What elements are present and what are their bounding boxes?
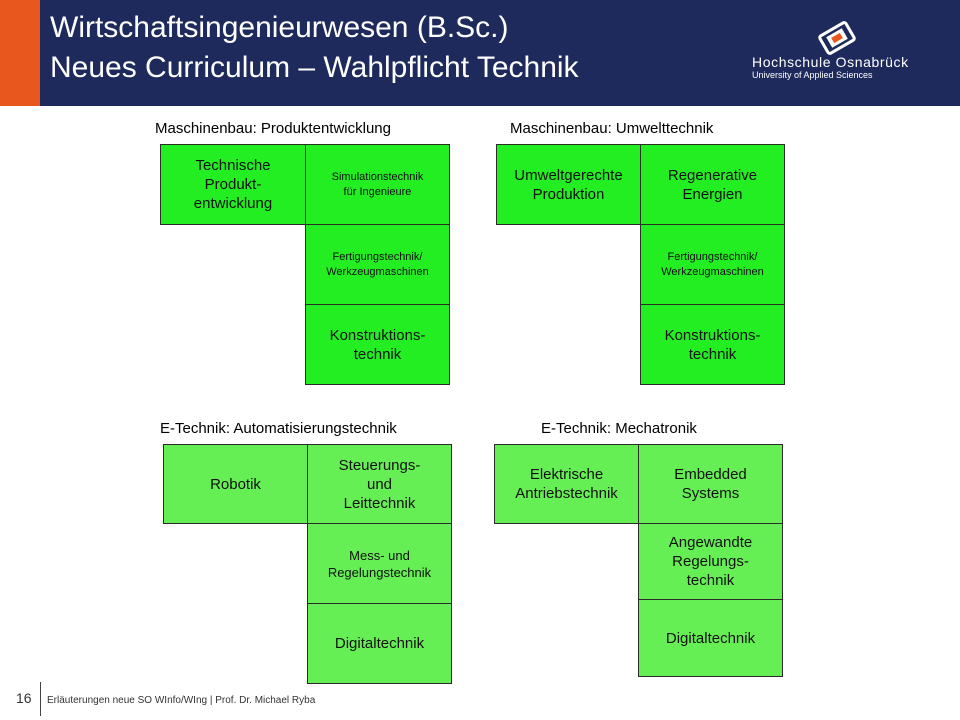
module-fertigungstechnik: Fertigungstechnik/ Werkzeugmaschinen <box>305 224 450 305</box>
module-label: Angewandte Regelungs- technik <box>668 534 753 589</box>
module-label: Digitaltechnik <box>665 629 756 647</box>
module-label: Umweltgerechte Produktion <box>514 166 623 203</box>
module-embedded-systems: Embedded Systems <box>638 444 783 524</box>
module-angewandte-regelungstechnik: Angewandte Regelungs- technik <box>638 523 783 600</box>
module-digitaltechnik: Digitaltechnik <box>307 603 452 684</box>
module-technische-produktentwicklung: Technische Produkt- entwicklung <box>160 144 306 225</box>
module-digitaltechnik: Digitaltechnik <box>638 599 783 677</box>
university-name: Hochschule Osnabrück <box>752 54 909 70</box>
module-label: Fertigungstechnik/ Werkzeugmaschinen <box>661 250 764 278</box>
module-mess-und-regelungstechnik: Mess- und Regelungstechnik <box>307 523 452 604</box>
module-label: Steuerungs- und Leittechnik <box>338 456 421 512</box>
module-label: Mess- und Regelungstechnik <box>327 547 432 580</box>
module-konstruktionstechnik: Konstruktions- technik <box>640 304 785 385</box>
slide-title-line-2: Neues Curriculum – Wahlpflicht Technik <box>50 51 579 84</box>
module-simulationstechnik: Simulationstechnik für Ingenieure <box>305 144 450 225</box>
module-label: Digitaltechnik <box>334 635 425 652</box>
module-konstruktionstechnik: Konstruktions- technik <box>305 304 450 385</box>
module-label: Robotik <box>210 475 261 493</box>
slide-title-line-1: Wirtschaftsingenieurwesen (B.Sc.) <box>50 11 509 44</box>
section-title-umwelttechnik: Maschinenbau: Umwelttechnik <box>510 120 714 137</box>
module-label: Konstruktions- technik <box>664 326 761 363</box>
university-subtitle: University of Applied Sciences <box>752 70 873 80</box>
header-bar: Wirtschaftsingenieurwesen (B.Sc.) Neues … <box>0 0 960 106</box>
module-label: Elektrische Antriebstechnik <box>515 466 618 502</box>
footer-text: Erläuterungen neue SO WInfo/WIng | Prof.… <box>47 695 316 706</box>
page-number: 16 <box>16 690 32 706</box>
module-umweltgerechte-produktion: Umweltgerechte Produktion <box>496 144 641 225</box>
module-robotik: Robotik <box>163 444 308 524</box>
module-steuerungs-und-leittechnik: Steuerungs- und Leittechnik <box>307 444 452 524</box>
module-label: Konstruktions- technik <box>329 326 426 363</box>
module-label: Embedded Systems <box>674 466 747 502</box>
module-label: Simulationstechnik für Ingenieure <box>331 170 424 198</box>
header-accent-stripe <box>0 0 40 106</box>
university-logo-icon <box>818 21 856 55</box>
module-elektrische-antriebstechnik: Elektrische Antriebstechnik <box>494 444 639 524</box>
slide-title: Wirtschaftsingenieurwesen (B.Sc.) Neues … <box>50 8 579 88</box>
module-fertigungstechnik: Fertigungstechnik/ Werkzeugmaschinen <box>640 224 785 305</box>
section-title-produktentwicklung: Maschinenbau: Produktentwicklung <box>155 120 391 137</box>
footer-divider <box>40 682 41 716</box>
module-label: Regenerative Energien <box>667 166 758 203</box>
section-title-automatisierungstechnik: E-Technik: Automatisierungstechnik <box>160 420 397 437</box>
module-label: Technische Produkt- entwicklung <box>193 157 273 212</box>
module-regenerative-energien: Regenerative Energien <box>640 144 785 225</box>
section-title-mechatronik: E-Technik: Mechatronik <box>541 420 697 437</box>
module-label: Fertigungstechnik/ Werkzeugmaschinen <box>326 250 429 278</box>
